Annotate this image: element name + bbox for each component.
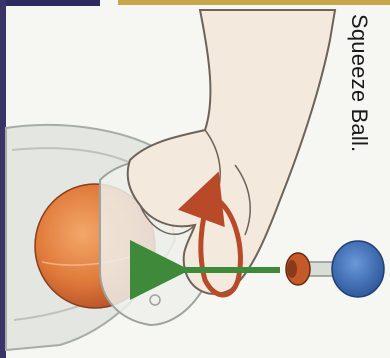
instruction-caption: Squeeze Ball. [346,14,372,152]
valve-with-knob [286,241,384,297]
seated-valve [136,254,168,286]
